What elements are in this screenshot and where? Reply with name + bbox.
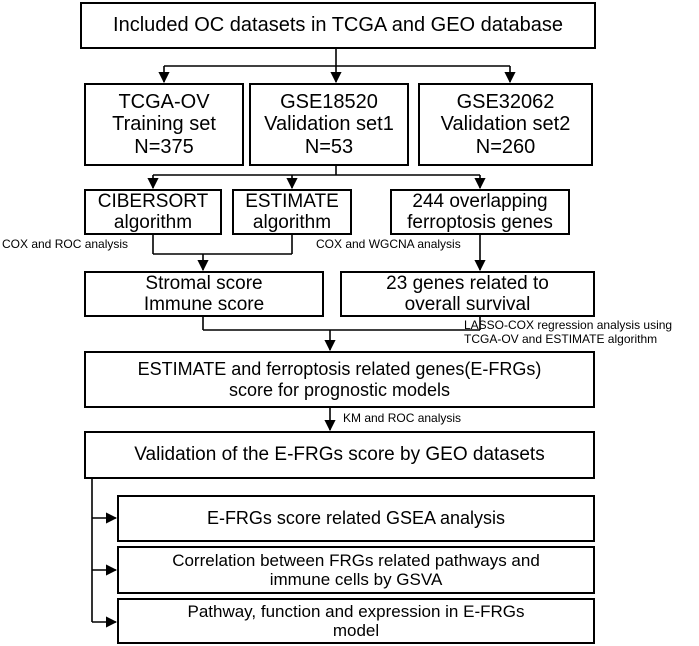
box-efrgs-score: ESTIMATE and ferroptosis related genes(E… (84, 351, 595, 408)
box-stromal-line-1: Stromal score (145, 272, 263, 294)
box-estimate-line-1: ESTIMATE (245, 190, 339, 212)
box-genes23-line-2: overall survival (404, 294, 531, 315)
box-gse18520-line-1: GSE18520 (280, 90, 378, 113)
box-gse32062-line-2: Validation set2 (440, 113, 571, 136)
box-23-genes: 23 genes related to overall survival (340, 271, 595, 317)
box-gsea-analysis: E-FRGs score related GSEA analysis (117, 495, 595, 542)
label-lasso: LASSO-COX regression analysis using TCGA… (464, 318, 673, 347)
box-stromal-immune-score: Stromal score Immune score (84, 271, 324, 317)
box-gse32062-line-1: GSE32062 (456, 90, 555, 113)
box-gsva-correlation: Correlation between FRGs related pathway… (117, 546, 595, 594)
box-ferroptosis-line-2: ferroptosis genes (407, 212, 553, 233)
box-validation: Validation of the E-FRGs score by GEO da… (84, 431, 595, 479)
box-gsea-line-1: E-FRGs score related GSEA analysis (206, 508, 506, 529)
box-ferroptosis-line-1: 244 overlapping (412, 190, 548, 212)
box-tcga-line-2: Training set (112, 113, 216, 136)
box-genes23-line-1: 23 genes related to (386, 272, 549, 294)
box-pathway-function: Pathway, function and expression in E-FR… (117, 598, 595, 644)
box-tcga-line-3: N=375 (134, 135, 194, 158)
box-validation-line-1: Validation of the E-FRGs score by GEO da… (134, 444, 545, 466)
label-lasso-line-1: LASSO-COX regression analysis using (464, 318, 673, 332)
box-pathway-line-1: Pathway, function and expression in E-FR… (187, 601, 525, 621)
box-gse32062-line-3: N=260 (475, 135, 536, 158)
label-km-roc: KM and ROC analysis (343, 411, 462, 425)
box-included-datasets: Included OC datasets in TCGA and GEO dat… (80, 2, 596, 49)
box-cibersort-line-1: CIBERSORT (97, 190, 209, 212)
box-included-line-1: Included OC datasets in TCGA and GEO dat… (113, 14, 563, 37)
box-gse18520: GSE18520 Validation set1 N=53 (249, 83, 409, 166)
box-stromal-line-2: Immune score (143, 294, 265, 315)
box-gse18520-line-3: N=53 (304, 135, 354, 158)
box-estimate-line-2: algorithm (252, 212, 332, 233)
box-cibersort-line-2: algorithm (113, 212, 193, 233)
box-tcga-ov: TCGA-OV Training set N=375 (84, 83, 244, 166)
label-cox-wgcna: COX and WGCNA analysis (316, 237, 461, 251)
box-estimate: ESTIMATE algorithm (232, 189, 352, 235)
box-gse32062: GSE32062 Validation set2 N=260 (418, 83, 593, 166)
label-cox-roc: COX and ROC analysis (2, 237, 129, 251)
box-pathway-line-2: model (332, 621, 380, 640)
box-cibersort: CIBERSORT algorithm (84, 189, 222, 235)
box-gsva-line-2: immune cells by GSVA (269, 570, 443, 589)
box-efrgs-line-2: score for prognostic models (228, 379, 451, 400)
box-gsva-line-1: Correlation between FRGs related pathway… (172, 550, 540, 570)
box-efrgs-line-1: ESTIMATE and ferroptosis related genes(E… (137, 359, 542, 380)
box-ferroptosis-genes: 244 overlapping ferroptosis genes (390, 189, 570, 235)
box-gse18520-line-2: Validation set1 (264, 113, 394, 136)
label-lasso-line-2: TCGA-OV and ESTIMATE algorithm (464, 331, 658, 346)
box-tcga-line-1: TCGA-OV (118, 90, 210, 113)
